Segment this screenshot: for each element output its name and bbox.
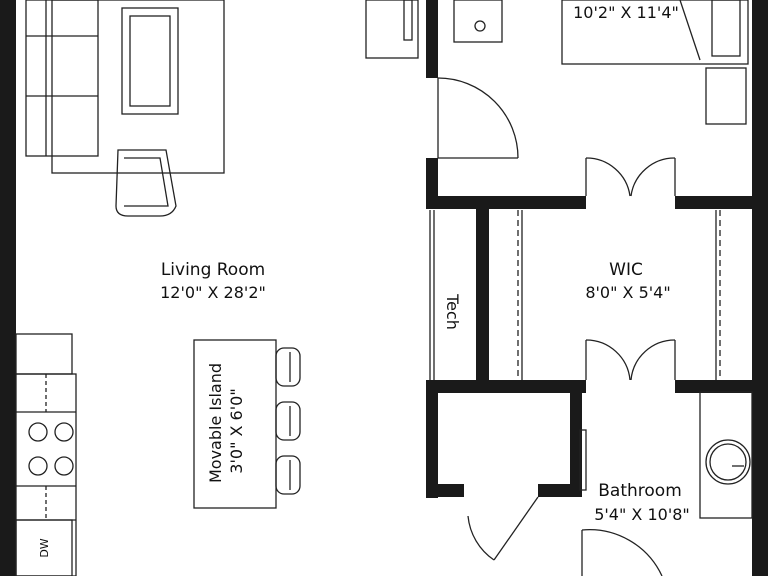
sofa xyxy=(25,0,99,157)
kitchen-counter-upper xyxy=(15,333,73,375)
nightstand xyxy=(453,0,503,43)
wall-wic-left xyxy=(476,196,489,382)
wall-utility-bottom-left xyxy=(426,484,464,497)
sink-bowl-inner xyxy=(709,443,747,481)
living-room-dims: 12'0" X 28'2" xyxy=(160,283,266,302)
wic-name: WIC xyxy=(609,260,643,280)
bathroom-dims: 5'4" X 10'8" xyxy=(594,505,690,524)
wic-dims: 8'0" X 5'4" xyxy=(585,283,670,302)
fixtures xyxy=(15,0,753,576)
cooktop-burner xyxy=(54,456,74,476)
armchair xyxy=(115,149,177,217)
desk-lamp xyxy=(403,0,413,41)
island-name: Movable Island xyxy=(206,363,225,483)
bar-stool xyxy=(275,347,301,387)
living-room-name: Living Room xyxy=(161,260,265,280)
closet-door-leaf xyxy=(493,496,539,561)
closet-door-swing xyxy=(467,515,495,561)
wall-central-upper xyxy=(426,0,438,78)
bedroom-door-swing xyxy=(437,77,519,159)
bed-pillow xyxy=(711,0,741,57)
wall-wic-top-left xyxy=(426,196,586,209)
island-dims: 3'0" X 6'0" xyxy=(227,388,246,473)
bed-fold-line xyxy=(679,0,701,61)
labels: 10'2" X 11'4" Living Room 12'0" X 28'2" … xyxy=(38,3,690,558)
desk xyxy=(365,0,419,59)
tech-name: Tech xyxy=(443,293,462,330)
bed xyxy=(561,0,749,65)
wall-wic-top-right xyxy=(675,196,765,209)
coffee-table-top xyxy=(129,15,171,107)
bedroom-dims: 10'2" X 11'4" xyxy=(573,3,679,22)
vanity xyxy=(699,391,753,519)
wic-door-swing xyxy=(630,157,676,197)
wall-wic-bottom-right xyxy=(675,380,765,393)
dresser xyxy=(705,67,747,125)
wic-door-swing xyxy=(630,339,676,381)
cooktop-burner xyxy=(28,456,48,476)
towel-bar xyxy=(579,429,587,491)
wall-utility-left xyxy=(426,380,438,498)
nightstand-lamp xyxy=(474,20,486,32)
wic-door-swing xyxy=(585,157,631,197)
sink-bowl xyxy=(705,439,751,485)
dishwasher-label: DW xyxy=(38,538,51,557)
bathroom-name: Bathroom xyxy=(598,481,682,501)
armchair-seat xyxy=(124,157,169,207)
wall-right-exterior xyxy=(752,0,768,576)
dishwasher xyxy=(15,519,73,576)
wall-wic-bottom-left xyxy=(426,380,586,393)
area-rug xyxy=(51,0,225,174)
cooktop-burner xyxy=(54,422,74,442)
bar-stool xyxy=(275,455,301,495)
coffee-table xyxy=(121,7,179,115)
bar-stool xyxy=(275,401,301,441)
wic-door-swing xyxy=(585,339,631,381)
bathroom-door-swing xyxy=(581,529,663,576)
cooktop-burner xyxy=(28,422,48,442)
wall-central-middle xyxy=(426,158,438,196)
wall-left-exterior xyxy=(0,0,16,576)
wall-bathroom-left xyxy=(570,390,582,496)
